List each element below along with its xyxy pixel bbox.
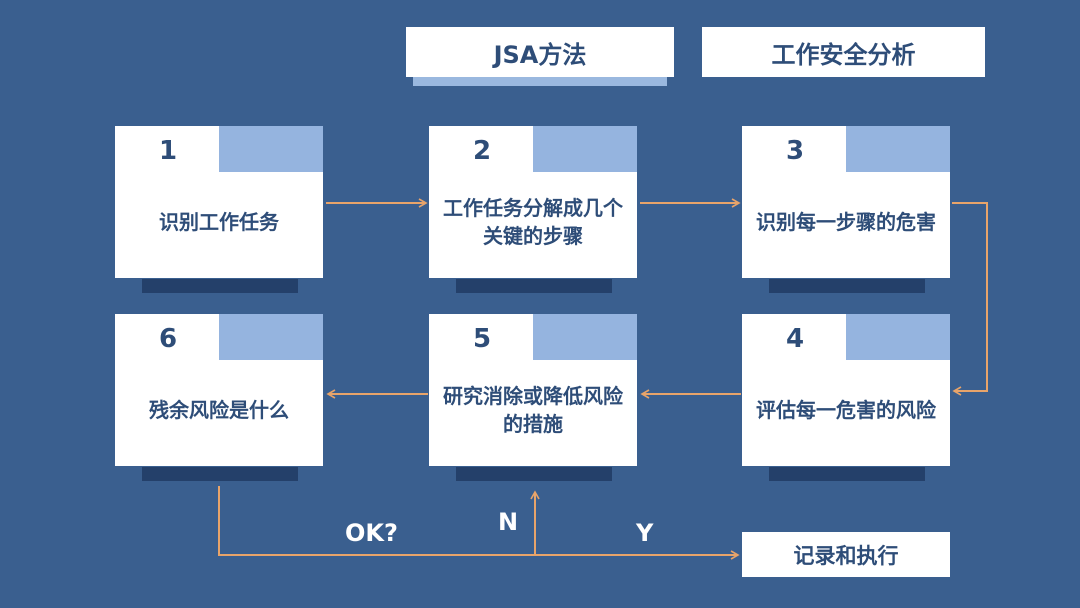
card-shadow-3 (769, 279, 925, 293)
card-accent (846, 314, 950, 360)
title-analysis-text: 工作安全分析 (771, 40, 916, 69)
step-number: 4 (786, 324, 805, 354)
step-number: 6 (159, 324, 178, 354)
card-accent (533, 126, 637, 172)
title-analysis: 工作安全分析 (702, 27, 985, 77)
step-card-2: 2 工作任务分解成几个关键的步骤 (429, 126, 637, 278)
step-number: 2 (473, 136, 492, 166)
step-text: 评估每一危害的风险 (756, 398, 936, 422)
decision-yes-label: Y (636, 519, 654, 547)
step-text: 研究消除或降低风险的措施 (443, 384, 623, 436)
card-shadow-5 (456, 467, 612, 481)
title-method-shadow (413, 74, 667, 86)
card-accent (846, 126, 950, 172)
arrow-decision-to-record (218, 486, 740, 560)
card-shadow-2 (456, 279, 612, 293)
card-accent (219, 126, 323, 172)
card-accent (533, 314, 637, 360)
step-number: 5 (473, 324, 492, 354)
step-number: 3 (786, 136, 805, 166)
record-and-execute-text: 记录和执行 (793, 543, 899, 568)
step-card-1: 1 识别工作任务 (115, 126, 323, 278)
card-shadow-6 (142, 467, 298, 481)
step-card-5: 5 研究消除或降低风险的措施 (429, 314, 637, 466)
step-number: 1 (159, 136, 178, 166)
card-shadow-4 (769, 467, 925, 481)
step-card-4: 4 评估每一危害的风险 (742, 314, 950, 466)
step-text: 残余风险是什么 (149, 398, 289, 422)
step-text: 识别每一步骤的危害 (756, 210, 936, 234)
step-text: 识别工作任务 (159, 210, 279, 234)
record-and-execute-box: 记录和执行 (742, 532, 950, 577)
card-accent (219, 314, 323, 360)
decision-question: OK? (345, 519, 398, 547)
step-text: 工作任务分解成几个关键的步骤 (443, 196, 623, 248)
card-shadow-1 (142, 279, 298, 293)
step-card-3: 3 识别每一步骤的危害 (742, 126, 950, 278)
title-method-text: JSA方法 (493, 40, 587, 69)
step-card-6: 6 残余风险是什么 (115, 314, 323, 466)
title-method: JSA方法 (406, 27, 674, 77)
decision-no-label: N (498, 508, 519, 536)
arrow-3-to-4 (952, 202, 988, 396)
